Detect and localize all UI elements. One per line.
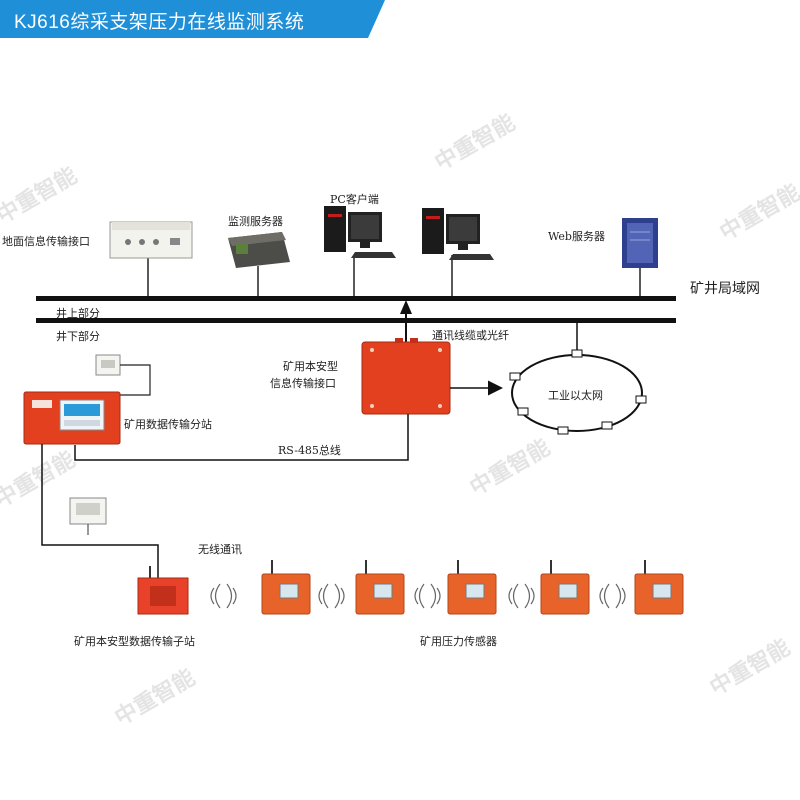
mine-interface-device xyxy=(361,338,451,415)
substation-label: 矿用数据传输分站 xyxy=(124,418,212,431)
wireless-signal-icon xyxy=(318,583,345,609)
wireless-signal-icon xyxy=(210,583,237,609)
lan-bus-line xyxy=(36,296,676,301)
ethernet-label: 工业以太网 xyxy=(548,389,603,402)
pressure-sensor-device xyxy=(540,560,590,615)
wireless-signal-icon xyxy=(508,583,535,609)
pc-client-label: PC客户端 xyxy=(330,193,379,206)
sub-station-device xyxy=(137,566,189,615)
mine-interface-label-1: 矿用本安型 xyxy=(283,360,338,373)
above-ground-label: 井上部分 xyxy=(56,307,100,320)
mine-interface-label-2: 信息传输接口 xyxy=(270,377,336,390)
rs485-label: RS-485总线 xyxy=(278,444,341,457)
pressure-sensor-device xyxy=(261,560,311,615)
sub-station-label: 矿用本安型数据传输子站 xyxy=(74,635,195,648)
web-server-device xyxy=(622,218,658,268)
substation-device xyxy=(23,391,121,445)
web-server-label: Web服务器 xyxy=(548,230,605,243)
wireless-signal-icon xyxy=(414,583,441,609)
monitor-server-label: 监测服务器 xyxy=(228,215,283,228)
substation-terminal-device xyxy=(95,354,121,376)
below-ground-label: 井下部分 xyxy=(56,330,100,343)
pressure-sensor-device xyxy=(447,560,497,615)
pc-client-device xyxy=(324,206,396,258)
title-banner xyxy=(0,0,385,38)
monitor-server-device xyxy=(228,232,290,268)
ground-interface-label: 地面信息传输接口 xyxy=(2,235,90,248)
page-title: KJ616综采支架压力在线监测系统 xyxy=(14,12,305,33)
sub-station-terminal-device xyxy=(69,497,107,535)
pc-client-device xyxy=(422,208,494,260)
pressure-sensor-device xyxy=(355,560,405,615)
pressure-sensor-label: 矿用压力传感器 xyxy=(420,635,497,648)
wireless-label: 无线通讯 xyxy=(198,543,242,556)
ground-interface-device xyxy=(109,221,193,259)
lan-label: 矿井局域网 xyxy=(690,281,760,297)
cable-label: 通讯线缆或光纤 xyxy=(432,329,509,342)
pressure-sensor-device xyxy=(634,560,684,615)
underground-bus-line xyxy=(36,318,676,323)
wireless-signal-icon xyxy=(599,583,626,609)
